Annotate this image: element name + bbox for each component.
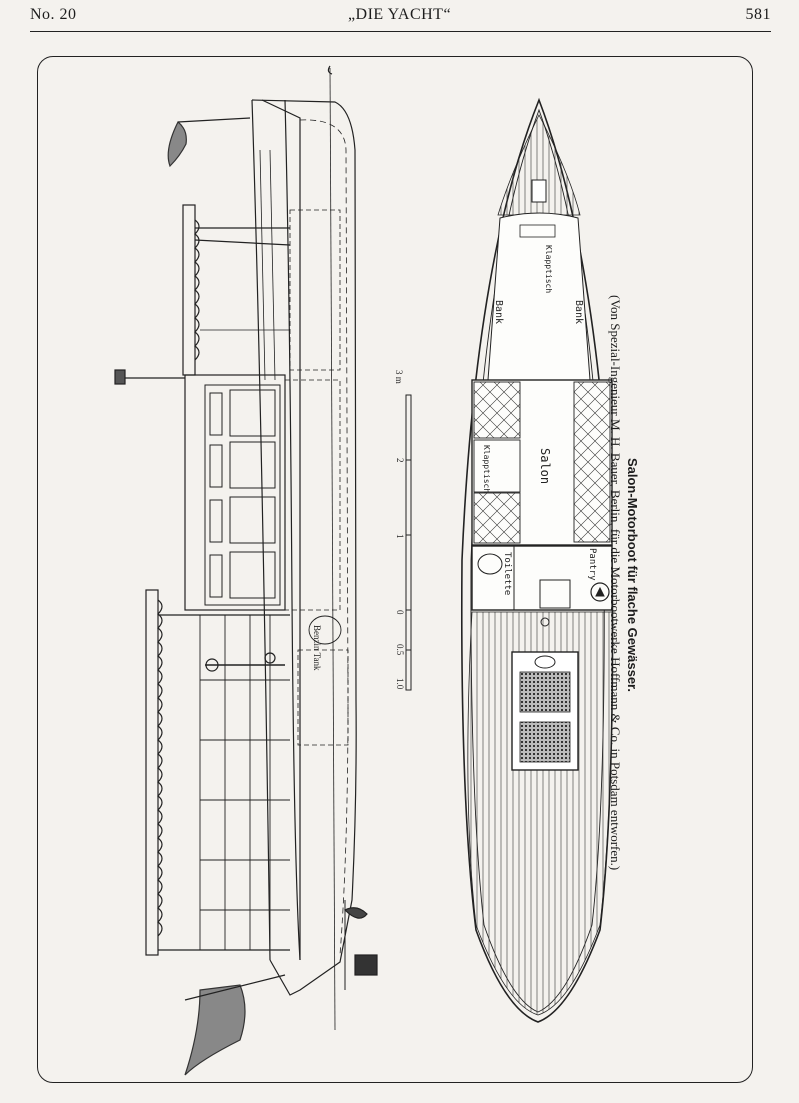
pantry-label: Pantry — [587, 548, 597, 581]
scale-tick-0: 0 — [395, 610, 405, 615]
caption-title: Salon-Motorboot für flache Gewässer. — [625, 457, 640, 693]
scale-bar — [405, 394, 412, 691]
salon-label: Salon — [538, 448, 552, 484]
page-number: No. 20 — [30, 6, 77, 23]
scale-tick-1: 1 — [395, 534, 405, 539]
scale-tick-05: 0.5 — [395, 644, 405, 656]
scale-unit: 3 m — [394, 370, 404, 384]
benzintank-label: Benzin Tank — [312, 625, 322, 671]
scale-tick-2: 2 — [395, 458, 405, 463]
caption-subtitle: (Von Spezial-Ingenieur M. H. Bauer, Berl… — [608, 295, 623, 871]
header-rule — [30, 31, 771, 32]
bank-left-label: Bank — [493, 300, 504, 324]
side-profile — [114, 65, 378, 1076]
klapptisch-salon-label: Klapptisch — [482, 445, 491, 493]
klapptisch-top-label: Klapptisch — [544, 245, 553, 293]
plate-frame — [37, 56, 753, 1083]
bank-right-label: Bank — [573, 300, 584, 324]
toilette-label: Toilette — [502, 552, 512, 595]
deck-plan — [460, 97, 614, 1023]
scale-tick-10: 1.0 — [395, 678, 405, 690]
folio-number: 581 — [745, 6, 771, 23]
journal-title: „DIE YACHT“ — [347, 6, 452, 23]
